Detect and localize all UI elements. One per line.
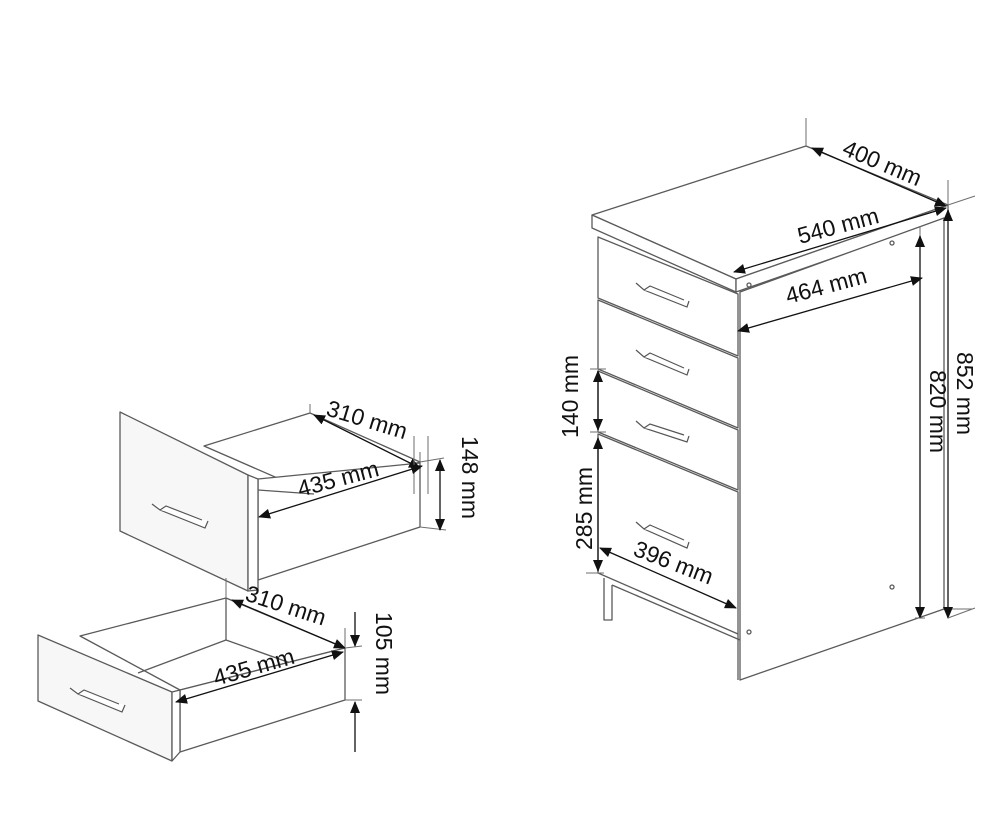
dimension-line-inner-width	[737, 276, 923, 333]
screw-icon	[889, 584, 895, 590]
dimension-line-upper-length	[258, 464, 423, 519]
dimension-line-width-top	[733, 206, 947, 274]
drawer-handle-icon	[635, 349, 690, 376]
drawer-handle-icon	[635, 420, 690, 443]
dimension-line-lower-length	[175, 650, 344, 704]
drawer-handle-icon	[635, 521, 690, 549]
dimension-line-drawer-width	[599, 547, 737, 609]
cabinet-plinth	[603, 578, 613, 621]
dimension-line-lower-depth	[231, 599, 346, 649]
cabinet-drawing: 400 mm 540 mm 464 mm 820 mm 852 mm 140 m…	[557, 118, 978, 681]
label-drawer-285: 285 mm	[571, 467, 597, 550]
dimension-line-upper-depth	[313, 414, 421, 469]
label-total-height: 852 mm	[952, 352, 978, 435]
label-upper-height: 148 mm	[457, 436, 483, 519]
drawer-handle-icon	[151, 503, 209, 529]
drawer-handle-icon	[69, 687, 126, 713]
drawer-lower-drawing: 310 mm 435 mm 105 mm	[37, 578, 397, 762]
label-lower-height: 105 mm	[371, 612, 397, 695]
drawer-handle-icon	[635, 282, 690, 308]
label-body-height: 820 mm	[925, 370, 951, 453]
dimension-line-depth-top	[811, 147, 947, 207]
drawer-upper-drawing: 310 mm 435 mm 148 mm	[119, 395, 483, 592]
screw-icon	[746, 629, 752, 635]
label-drawer-140: 140 mm	[557, 355, 583, 438]
